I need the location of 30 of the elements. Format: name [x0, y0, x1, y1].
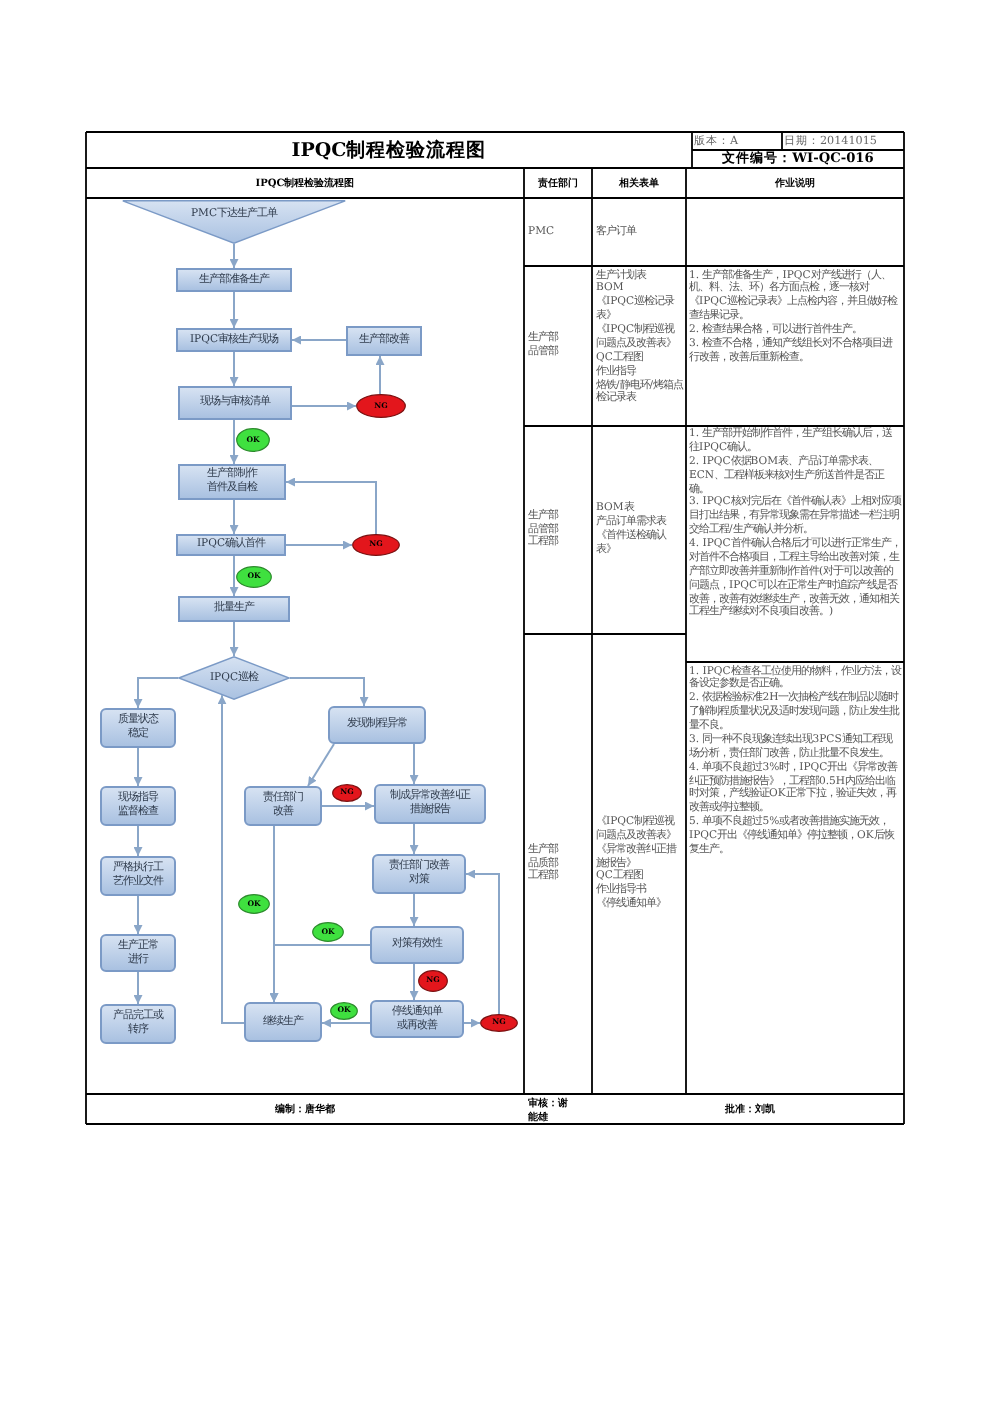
- arrow: [229, 291, 239, 329]
- arrow: [321, 801, 375, 811]
- arrow: [229, 499, 239, 535]
- arrow: [463, 1018, 481, 1028]
- arrow: [229, 621, 239, 657]
- arrow: [289, 677, 369, 707]
- arrow: [307, 743, 335, 787]
- arrow: [133, 825, 143, 857]
- arrow: [409, 893, 419, 927]
- arrow: [229, 555, 239, 597]
- arrow: [291, 335, 347, 345]
- arrow: [133, 895, 143, 935]
- arrow: [133, 677, 179, 709]
- arrow: [229, 419, 239, 465]
- arrow: [133, 747, 143, 787]
- arrow: [291, 401, 357, 411]
- arrow: [409, 743, 419, 785]
- arrow: [465, 869, 500, 1015]
- arrow: [285, 477, 377, 535]
- arrow: [269, 825, 279, 1003]
- arrow: [321, 1018, 371, 1028]
- arrow: [409, 963, 419, 1001]
- arrow: [229, 243, 239, 269]
- arrow: [217, 694, 245, 1024]
- arrow: [409, 823, 419, 855]
- title: IPQC制程检验流程图: [291, 137, 487, 163]
- arrow: [229, 351, 239, 387]
- arrow: [133, 971, 143, 1005]
- arrow: [375, 355, 385, 395]
- arrow: [285, 540, 353, 550]
